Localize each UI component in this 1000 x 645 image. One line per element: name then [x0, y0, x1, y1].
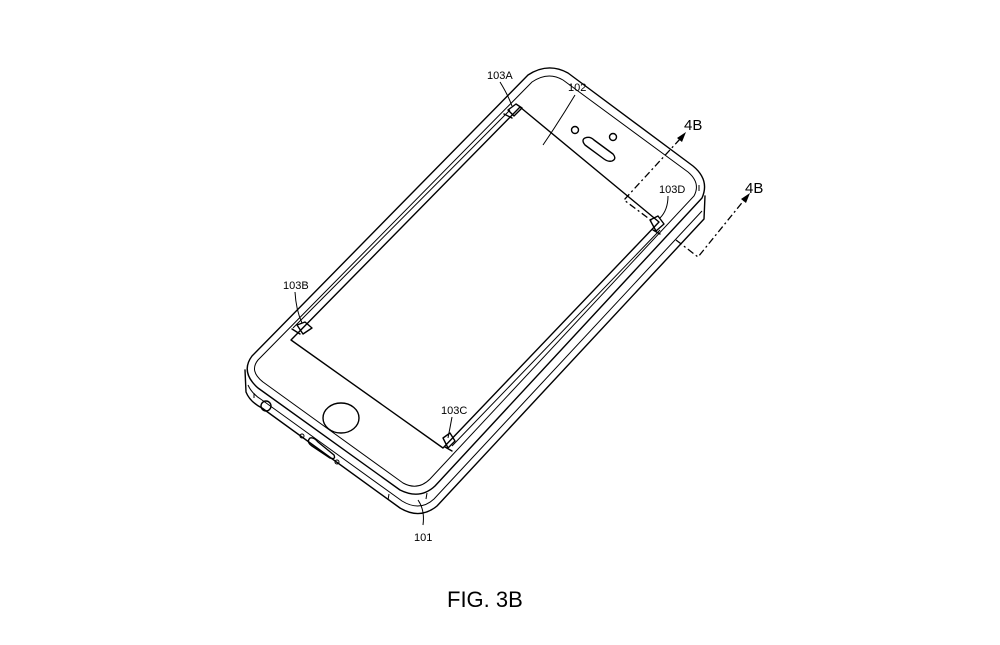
screen-side-left [292, 109, 511, 329]
screen-side-bottom [451, 229, 661, 447]
section-line-4b [623, 138, 681, 222]
leader-101 [417, 499, 424, 526]
housing-outer-edge [246, 67, 706, 495]
housing-side [244, 195, 706, 515]
earpiece [582, 136, 616, 162]
seam-mark [387, 493, 390, 501]
figure-caption: FIG. 3B [447, 587, 523, 612]
leader-103d [659, 195, 669, 219]
label-section-top: 4B [684, 117, 702, 134]
seam-mark [425, 492, 428, 500]
sensor-icon [608, 132, 618, 142]
headphone-jack-icon [260, 400, 272, 412]
label-103b: 103B [283, 280, 309, 292]
tab-103d [649, 215, 665, 235]
leader-103a [499, 81, 513, 107]
housing-side-seam [247, 210, 703, 507]
screw-hole [334, 459, 340, 465]
front-camera-icon [570, 125, 580, 135]
tab-103c [442, 432, 456, 452]
mic-hole [299, 433, 305, 439]
leader-102 [542, 94, 576, 146]
arrow-icon [677, 132, 686, 142]
tab-103a [503, 103, 523, 119]
lightning-port [307, 437, 336, 460]
leader-103c [447, 416, 453, 439]
arrow-icon [741, 193, 750, 203]
housing-inner-edge [253, 75, 697, 487]
label-section-bottom: 4B [745, 180, 763, 197]
home-button [322, 402, 360, 434]
tab-103b [291, 321, 313, 335]
label-101: 101 [414, 532, 432, 544]
section-line-4b [675, 198, 746, 258]
label-102: 102 [568, 82, 586, 94]
label-103c: 103C [441, 405, 467, 417]
screen-outline [290, 106, 660, 449]
label-103a: 103A [487, 70, 513, 82]
label-103d: 103D [659, 184, 685, 196]
leader-103b [294, 291, 303, 324]
